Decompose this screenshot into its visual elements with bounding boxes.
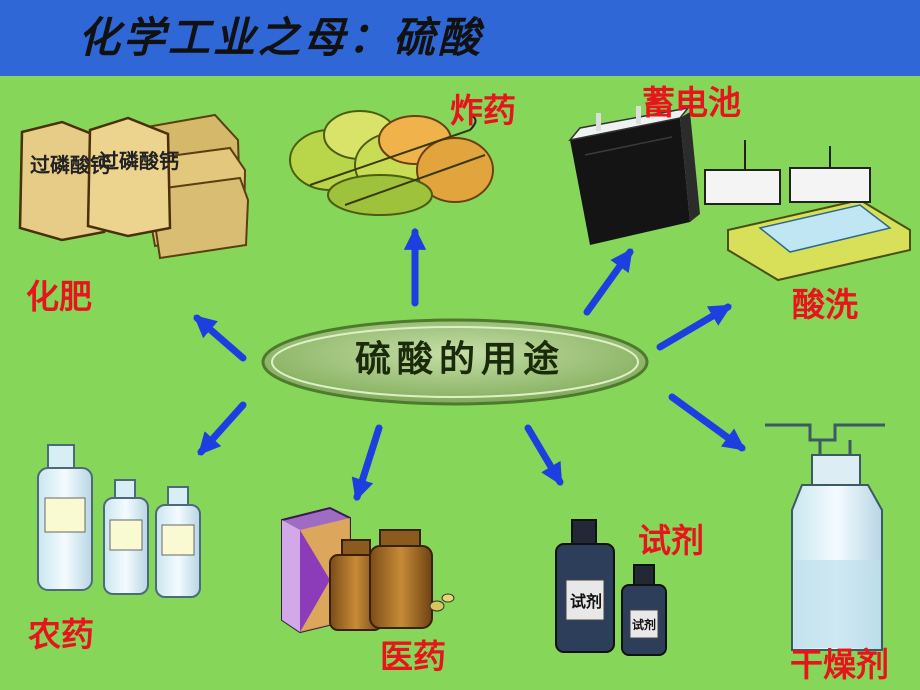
- slide-title: 化学工业之母：硫酸: [78, 13, 484, 62]
- battery-icon: [568, 106, 700, 245]
- arrow-to-medicine: [351, 424, 383, 502]
- label-explosives: 炸药: [450, 91, 516, 130]
- fertilizer-sacks-icon: 过磷酸钙 过磷酸钙: [18, 113, 250, 260]
- center-label: 硫酸的用途: [354, 338, 565, 380]
- arrow-to-pickling: [656, 303, 732, 351]
- sack-text: 过磷酸钙: [30, 153, 110, 177]
- label-reagent: 试剂: [638, 521, 704, 560]
- arrow-to-desiccant: [668, 393, 746, 452]
- reagent-bottle-label: 试剂: [570, 592, 602, 611]
- sack-text: 过磷酸钙: [99, 149, 179, 173]
- label-fertilizer: 化肥: [26, 277, 92, 316]
- arrow-to-pesticide: [197, 401, 247, 456]
- center-oval: [261, 318, 649, 406]
- reagent-bottles-icon: 试剂 试剂: [555, 519, 667, 656]
- gas-washing-bottle-icon: [765, 423, 885, 651]
- explosives-bundle-icon: [289, 110, 494, 216]
- label-pesticide: 农药: [28, 615, 94, 654]
- arrow-to-reagent: [524, 424, 564, 486]
- arrow-to-fertilizer: [193, 314, 247, 362]
- label-pickling: 酸洗: [792, 285, 858, 324]
- title-bar: 化学工业之母：硫酸: [0, 0, 920, 76]
- label-medicine: 医药: [380, 637, 446, 676]
- label-battery: 蓄电池: [642, 83, 741, 122]
- pickling-tank-icon: [704, 140, 911, 282]
- medicine-jars-icon: [329, 529, 455, 631]
- reagent-bottle-label: 试剂: [632, 617, 656, 632]
- arrow-to-battery: [583, 248, 634, 316]
- pesticide-bottles-icon: [37, 444, 201, 598]
- label-desiccant: 干燥剂: [790, 645, 889, 684]
